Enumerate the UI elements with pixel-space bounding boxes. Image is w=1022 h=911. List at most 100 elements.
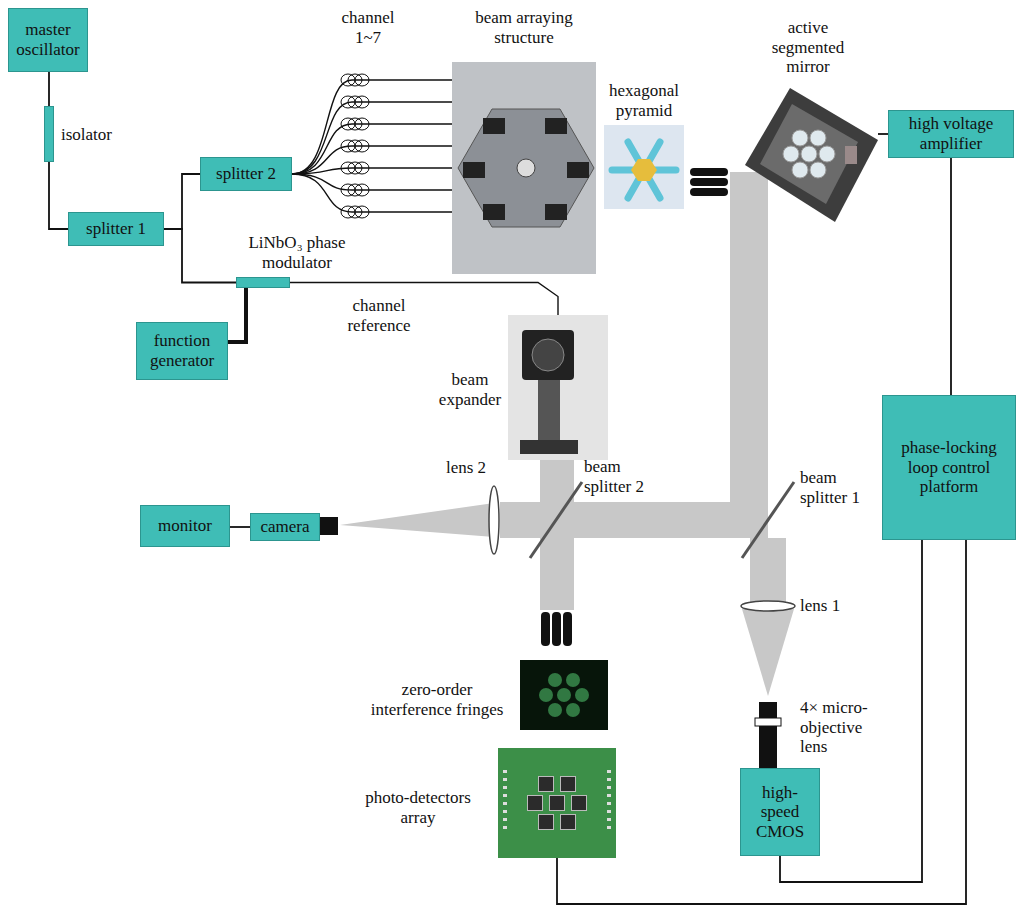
wire-connector <box>49 72 50 106</box>
node-text: splitter 1 <box>69 219 163 239</box>
detector-board-photo <box>503 770 507 773</box>
splitter-label: beam splitter 2 <box>584 457 664 496</box>
collimator <box>541 612 550 646</box>
detector-board-photo <box>498 748 616 858</box>
segmented-mirror-photo <box>783 130 835 178</box>
light-beam <box>340 503 494 537</box>
connector-line <box>292 102 452 174</box>
detector-board-photo <box>503 778 507 781</box>
detector-board-photo <box>503 802 507 805</box>
collimator <box>690 178 728 186</box>
collimator <box>552 612 561 646</box>
fiber-connector <box>290 283 558 316</box>
detector-board-photo <box>607 826 611 829</box>
laser-box: master oscillator <box>8 8 88 72</box>
light-beam <box>500 502 768 538</box>
beam-splitter <box>742 482 794 558</box>
light-beam <box>742 609 794 696</box>
monitor-box: monitor <box>140 505 230 547</box>
detector-board-photo <box>607 770 611 773</box>
detector-board-photo <box>561 777 576 792</box>
detector-board-photo <box>498 748 616 858</box>
light-beam <box>730 172 768 538</box>
fringes-photo <box>575 688 589 702</box>
photo-node: beam expander <box>508 315 608 460</box>
edge-label: channel reference <box>336 296 422 335</box>
control-box: phase-locking loop control platform <box>882 395 1016 540</box>
detector-board-photo <box>607 786 611 789</box>
detector-board-photo <box>550 796 565 811</box>
fringes-photo <box>520 660 608 730</box>
segmented-mirror-photo <box>760 104 858 204</box>
beam-arraying-photo <box>463 162 485 178</box>
lens <box>489 486 499 554</box>
wire-connector <box>164 174 200 229</box>
node-text: phase-locking loop control platform <box>883 438 1015 497</box>
isolator-box: isolator <box>44 106 54 162</box>
node-text: active segmented mirror <box>758 18 858 77</box>
hexagonal-pyramid-picture <box>631 159 657 181</box>
splitter-label: beam splitter 1 <box>800 468 880 507</box>
beam-arraying-photo <box>452 62 596 274</box>
channel-label: channel 1~7 <box>338 8 398 47</box>
fiber-connector <box>292 74 452 218</box>
segmented-mirror-photo <box>819 146 835 162</box>
connector-line <box>48 72 50 106</box>
node-text: splitter 2 <box>201 164 291 184</box>
beam-expander-photo <box>520 440 578 454</box>
generator-box: function generator <box>136 322 228 380</box>
wire-connector <box>230 527 250 528</box>
connector-line <box>164 229 236 283</box>
detector-board-photo <box>539 815 554 830</box>
splitter-box: splitter 1 <box>68 212 164 246</box>
lens <box>741 601 795 611</box>
micro-objective <box>759 702 777 718</box>
node-text: camera <box>251 517 319 537</box>
detector-board-photo <box>503 794 507 797</box>
connector-line <box>292 124 452 174</box>
objective-label: 4× micro-objective lens <box>800 698 878 757</box>
detector-board-photo <box>561 815 576 830</box>
lens-label: lens 2 <box>436 458 496 478</box>
photo-node: photo-detectors array <box>498 748 616 858</box>
micro-objective <box>755 702 781 768</box>
detector-board-photo <box>503 770 611 829</box>
wire-connector <box>164 229 236 283</box>
node-text: beam expander <box>438 370 502 409</box>
beam-expander-photo <box>508 315 608 460</box>
detector-board-photo <box>503 826 507 829</box>
wire-connector <box>557 540 966 904</box>
amplifier-box: high voltage amplifier <box>888 110 1014 158</box>
segmented-mirror-photo <box>783 146 799 162</box>
beam-arraying-photo <box>545 204 567 220</box>
beam-expander-photo <box>532 339 564 371</box>
lens-label: lens 1 <box>800 596 860 616</box>
connector-line <box>557 540 966 904</box>
node-text: function generator <box>137 331 227 370</box>
hexagonal-pyramid-picture <box>604 125 684 209</box>
beam-expander-photo <box>522 330 574 380</box>
detector-board-photo <box>528 777 587 830</box>
detector-board-photo <box>572 796 587 811</box>
node-text: high voltage amplifier <box>889 114 1013 153</box>
detector-board-photo <box>607 802 611 805</box>
segmented-mirror-photo <box>810 162 826 178</box>
micro-objective <box>759 726 777 768</box>
collimator <box>690 168 728 176</box>
light-beam <box>750 538 786 604</box>
node-text: photo-detectors array <box>348 788 488 827</box>
beam-arraying-photo <box>567 162 589 178</box>
light-beam <box>540 538 574 610</box>
photo-node: beam arraying structure <box>452 62 596 274</box>
beam-arraying-photo <box>463 118 589 220</box>
fringes-photo <box>566 703 580 717</box>
fringes-photo <box>566 673 580 687</box>
connector-line <box>292 146 452 174</box>
splitter-box: splitter 2 <box>200 157 292 191</box>
camera-lens <box>320 517 338 535</box>
wire-connector <box>49 162 68 229</box>
beam-arraying-photo <box>545 118 567 134</box>
modulator-box: LiNbO₃ phase modulator <box>236 277 290 288</box>
